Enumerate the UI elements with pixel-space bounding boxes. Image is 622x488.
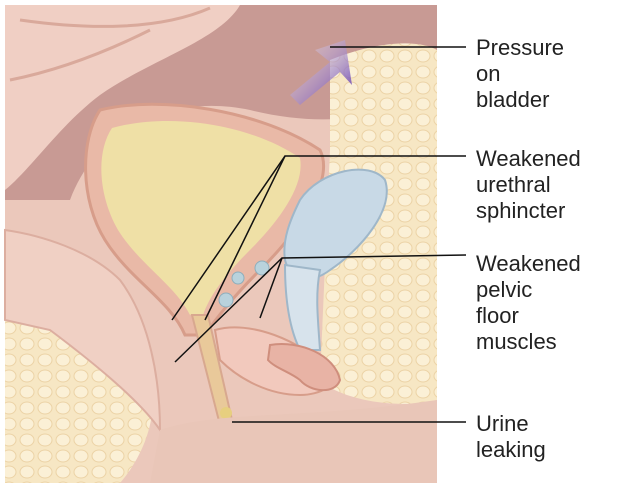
anal-sphincter [266, 343, 342, 392]
leader-urethral-branch [204, 155, 286, 321]
muscle-section [231, 271, 245, 285]
bladder [101, 120, 301, 315]
label-pressure-on-bladder: Pressure on bladder [476, 35, 565, 112]
leader-pelvic-branch [259, 257, 283, 319]
label-weakened-pelvic-floor-muscles: Weakened pelvic floor muscles [476, 251, 581, 354]
muscle-section [218, 292, 234, 308]
label-weakened-urethral-sphincter: Weakened urethral sphincter [476, 146, 581, 223]
perineum-skin [150, 400, 437, 483]
label-urine-leaking: Urine leaking [476, 411, 546, 462]
leader-lines [171, 46, 467, 423]
pressure-arrow-icon [290, 40, 352, 105]
muscle-section [254, 260, 270, 276]
intestine-fold [9, 28, 151, 82]
fat-tissue-right [320, 43, 437, 404]
intestine-fold [19, 6, 211, 28]
rectum [283, 168, 388, 280]
intestine-outer [5, 5, 240, 190]
urine-drop [220, 407, 232, 419]
pubic-bone [4, 228, 162, 434]
